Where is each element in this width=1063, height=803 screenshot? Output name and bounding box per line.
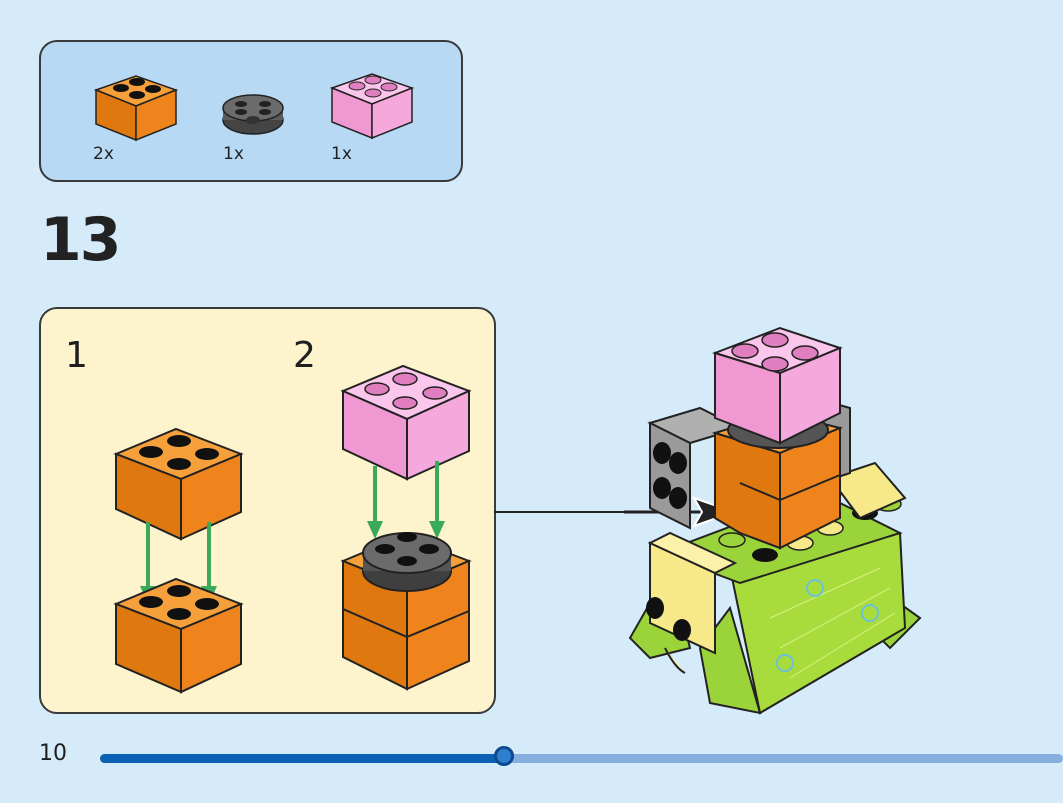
step-number: 13 [40,205,121,275]
substep-2-illustration [340,364,472,691]
substep-label-2: 2 [293,335,316,376]
orange-brick-icon [93,75,179,142]
progress-knob [494,746,515,766]
part-count-plate: 1x [223,144,244,164]
substep-label-1: 1 [65,335,88,376]
progress-fill [100,754,505,763]
part-count-orange: 2x [93,144,114,164]
progress-bar [100,746,1063,766]
page-number: 10 [39,741,67,766]
pink-brick-icon [329,73,415,140]
substep-1-illustration [113,427,244,694]
sub-assembly-panel: 1 2 [39,307,496,714]
main-model-illustration [628,326,922,715]
parts-list: 2x 1x 1x [39,40,463,182]
round-plate-icon [222,94,284,135]
part-count-pink: 1x [331,144,352,164]
